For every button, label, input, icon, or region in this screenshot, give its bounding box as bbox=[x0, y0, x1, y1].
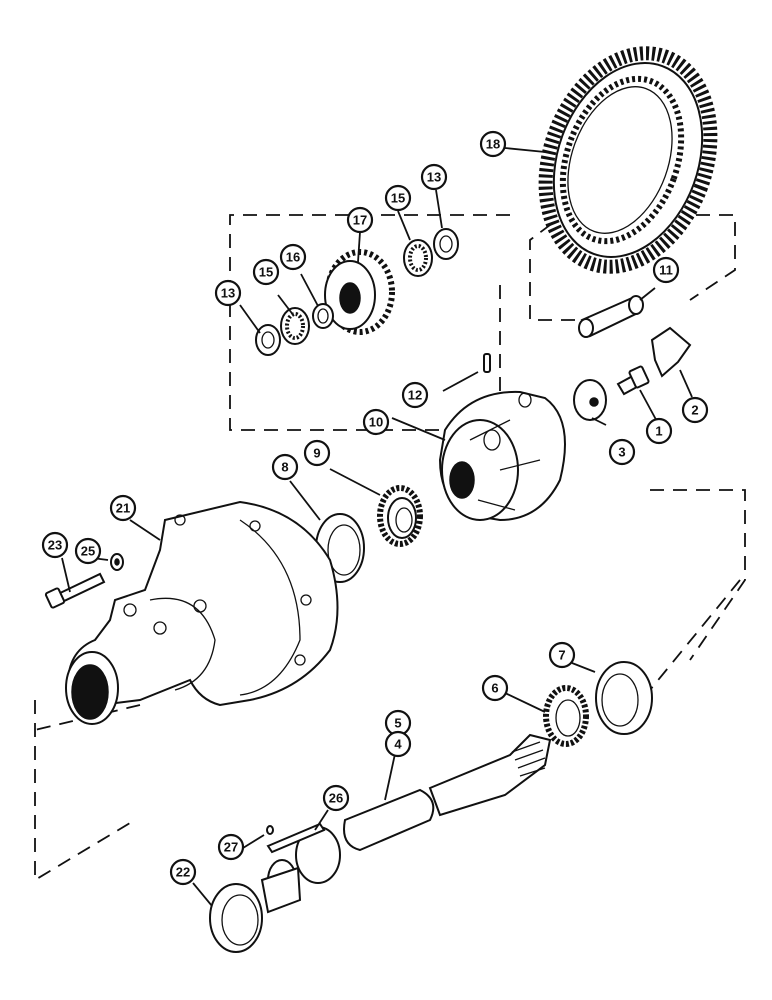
spacer-part-16 bbox=[312, 303, 334, 329]
roll-pin-part-12 bbox=[483, 353, 491, 373]
bearing-cone-part-6 bbox=[543, 685, 589, 747]
callout-8: 8 bbox=[271, 453, 299, 481]
callout-23: 23 bbox=[41, 531, 69, 559]
svg-text:7: 7 bbox=[558, 648, 565, 663]
callout-18: 18 bbox=[479, 130, 507, 158]
callout-7: 7 bbox=[548, 641, 576, 669]
callout-25: 25 bbox=[74, 537, 102, 565]
svg-text:12: 12 bbox=[408, 388, 422, 403]
planet-pin-part-11 bbox=[578, 295, 644, 338]
callout-22: 22 bbox=[169, 858, 197, 886]
bolt-part-1 bbox=[616, 365, 650, 396]
svg-text:2: 2 bbox=[691, 403, 698, 418]
callout-17: 17 bbox=[346, 206, 374, 234]
washer-part-3 bbox=[573, 379, 607, 421]
axle-housing-part-21 bbox=[65, 500, 339, 725]
svg-text:6: 6 bbox=[491, 681, 498, 696]
svg-text:27: 27 bbox=[224, 840, 238, 855]
svg-text:25: 25 bbox=[81, 544, 95, 559]
svg-text:23: 23 bbox=[48, 538, 62, 553]
callout-10: 10 bbox=[362, 408, 390, 436]
svg-text:17: 17 bbox=[353, 213, 367, 228]
planet-carrier-part-10 bbox=[438, 390, 566, 522]
svg-text:13: 13 bbox=[221, 286, 235, 301]
pin-part-27 bbox=[266, 825, 274, 835]
svg-text:10: 10 bbox=[369, 415, 383, 430]
callout-16: 16 bbox=[279, 243, 307, 271]
svg-text:22: 22 bbox=[176, 865, 190, 880]
thrust-washer-part-13-right bbox=[433, 228, 459, 260]
svg-text:11: 11 bbox=[659, 263, 673, 278]
callout-9: 9 bbox=[303, 439, 331, 467]
callout-21: 21 bbox=[109, 494, 137, 522]
oil-seal-part-22 bbox=[209, 883, 263, 953]
svg-text:15: 15 bbox=[391, 191, 405, 206]
washer-part-25 bbox=[110, 553, 124, 571]
callout-3: 3 bbox=[608, 438, 636, 466]
callout-1: 1 bbox=[645, 417, 673, 445]
svg-text:8: 8 bbox=[281, 460, 288, 475]
callout-13-right: 13 bbox=[420, 163, 448, 191]
bearing-cup-part-7 bbox=[595, 661, 653, 735]
callout-27: 27 bbox=[217, 833, 245, 861]
needle-bearing-part-15-left bbox=[280, 307, 310, 345]
callout-12: 12 bbox=[401, 381, 429, 409]
callout-15-right: 15 bbox=[384, 184, 412, 212]
bearing-cone-part-9 bbox=[377, 485, 423, 547]
callout-4: 4 bbox=[384, 730, 412, 758]
thrust-washer-part-13-left bbox=[255, 324, 281, 356]
svg-text:26: 26 bbox=[329, 791, 343, 806]
cap-screw-part-23 bbox=[44, 572, 106, 609]
svg-text:4: 4 bbox=[394, 737, 402, 752]
axle-shaft-part-4-5 bbox=[260, 733, 552, 914]
lock-plate-part-2 bbox=[650, 326, 692, 378]
key-part-26 bbox=[266, 822, 326, 854]
svg-text:18: 18 bbox=[486, 137, 500, 152]
dashed-group-shaft bbox=[34, 489, 746, 882]
svg-text:13: 13 bbox=[427, 170, 441, 185]
svg-text:16: 16 bbox=[286, 250, 300, 265]
needle-bearing-part-15-right bbox=[403, 239, 433, 277]
planet-gear-part-17 bbox=[324, 249, 395, 335]
svg-text:9: 9 bbox=[313, 446, 320, 461]
svg-text:15: 15 bbox=[259, 265, 273, 280]
svg-text:1: 1 bbox=[655, 424, 662, 439]
callout-11: 11 bbox=[652, 256, 680, 284]
callout-13-left: 13 bbox=[214, 279, 242, 307]
callout-2: 2 bbox=[681, 396, 709, 424]
callout-15-left: 15 bbox=[252, 258, 280, 286]
callout-26: 26 bbox=[322, 784, 350, 812]
ring-gear-part-18 bbox=[538, 46, 718, 274]
svg-text:21: 21 bbox=[116, 501, 130, 516]
svg-text:3: 3 bbox=[618, 445, 625, 460]
callout-6: 6 bbox=[481, 674, 509, 702]
svg-text:5: 5 bbox=[394, 716, 401, 731]
